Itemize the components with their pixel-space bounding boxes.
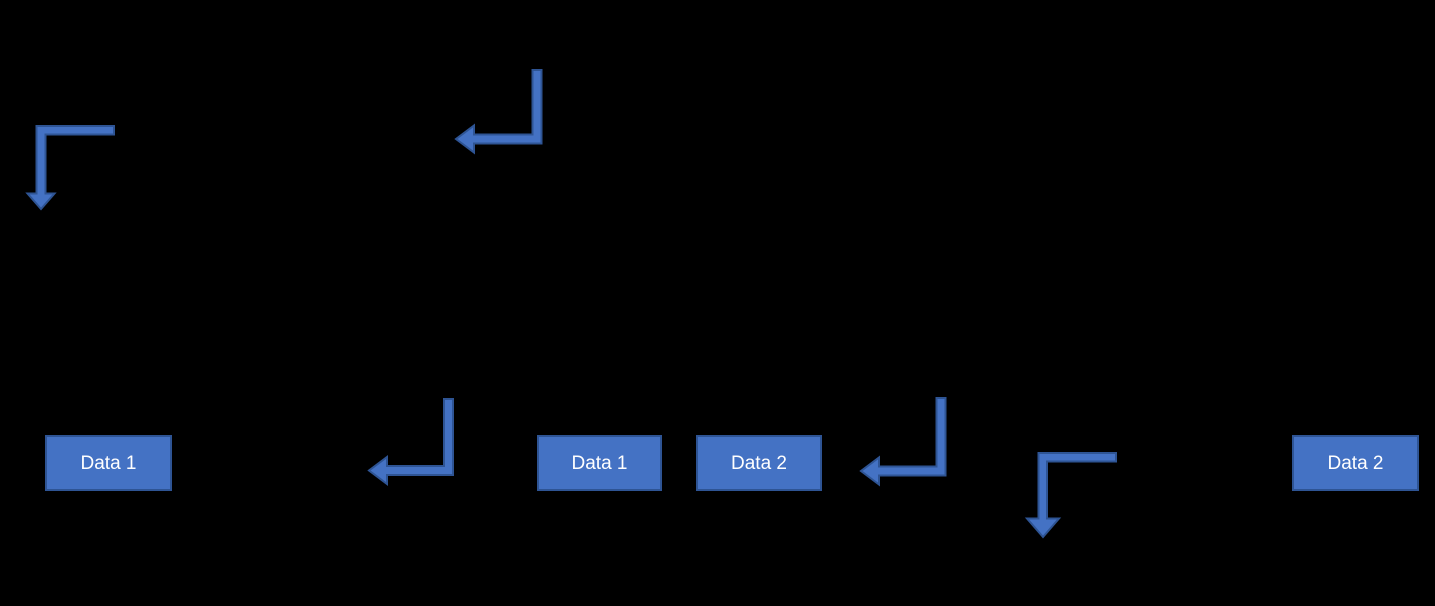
data-box-3-label: Data 2 [731,452,787,474]
data-box-1: Data 1 [45,435,172,491]
elbow-arrow-left-icon [859,397,947,487]
data-box-3: Data 2 [696,435,822,491]
data-box-1-label: Data 1 [80,452,137,474]
elbow-arrow-down-icon [25,125,115,211]
data-box-4: Data 2 [1292,435,1419,491]
elbow-arrow-left-icon [367,398,454,486]
data-box-2-label: Data 1 [571,452,628,474]
data-box-4-label: Data 2 [1327,452,1384,474]
elbow-arrow-down-icon [1024,452,1117,539]
data-box-2: Data 1 [537,435,662,491]
elbow-arrow-left-icon [454,69,543,155]
